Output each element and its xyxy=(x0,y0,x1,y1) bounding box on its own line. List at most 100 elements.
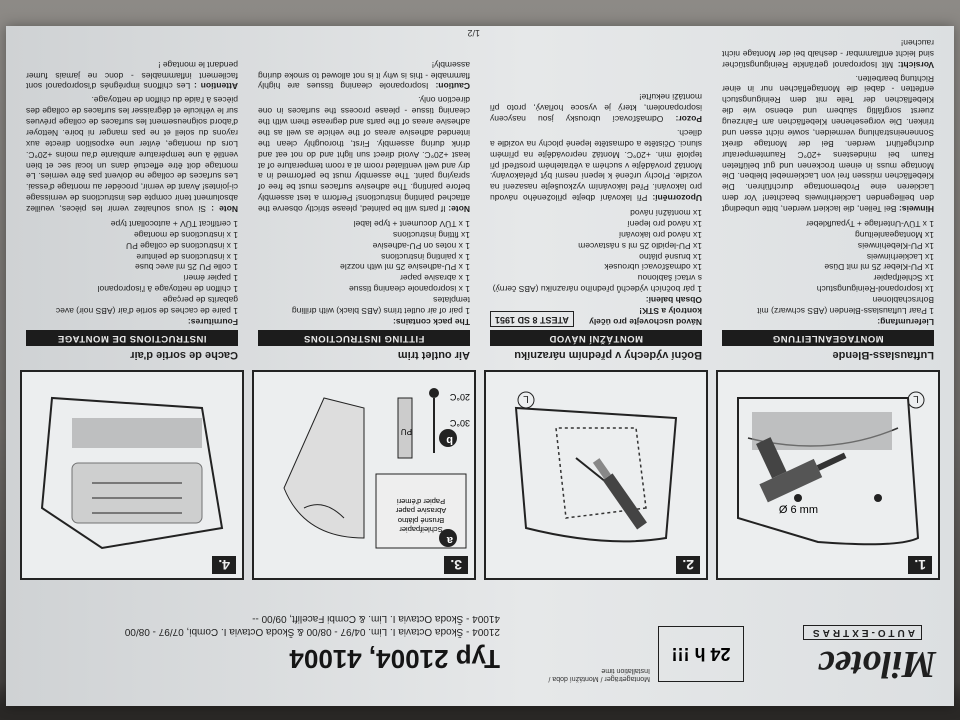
drill-illustration: L xyxy=(737,391,925,546)
type-title: Typ 21004, 41004 xyxy=(289,644,500,674)
column-heading: FITTING INSTRUCTIONS xyxy=(258,329,470,346)
step-4-fit: 4. xyxy=(20,370,244,580)
list-item: 1x fitting instructions xyxy=(392,229,470,240)
column-french: Cache de sortie d'air INSTRUCTIONS DE MO… xyxy=(20,32,244,362)
contents-heading: Lieferumfang: xyxy=(877,316,934,327)
list-item: 1 papier émeri xyxy=(183,273,238,284)
contents-heading: Fournitures: xyxy=(187,316,238,327)
installation-time-badge: 24 h !!! xyxy=(658,626,744,682)
contents-list: 1 pair of air outlet trims (ABS black) w… xyxy=(258,218,470,316)
leaflet-header: Milotec AUTO-EXTRAS 24 h !!! Montageträg… xyxy=(20,590,940,700)
list-item: 1 x isopropanole cleaning tissue xyxy=(349,284,470,295)
card-text-4: Papier d'émeri xyxy=(396,496,446,506)
warning-paragraph: Attention : Les chiffons imprégnés d'iso… xyxy=(26,59,238,92)
card-text-1: Schleifpapier xyxy=(399,525,443,534)
note-paragraph: Upozornění: Při lakování dbejte přiložen… xyxy=(490,127,702,203)
note-label: Hinweis: xyxy=(899,204,934,215)
list-item: 1x PU-lepidlo 25 ml s nástavcem xyxy=(578,240,702,251)
list-item: 1x návod pro lakování xyxy=(618,229,702,240)
column-title: Cache de sortie d'air xyxy=(130,349,238,361)
warning-paragraph: Vorsicht: Mit Isopropanol getränkte Rein… xyxy=(722,37,934,70)
list-item: 1 x painting instructions xyxy=(381,251,470,262)
step-3-prepare: 3. Schleifpapier Brusné plátno xyxy=(252,370,476,580)
pu-tube-label: PU xyxy=(400,427,412,436)
note-label: Note: xyxy=(448,204,470,215)
model-lines: 21004 - Škoda Octavia I. Lim. 04/97 - 08… xyxy=(125,612,500,638)
list-item: 1x Lackierhinweis xyxy=(866,251,934,262)
model-line-2: 41004 - Škoda Octavia I. Lim. & Combi Fa… xyxy=(252,613,500,624)
step-3a-badge: a xyxy=(446,534,453,546)
list-item: 1 colle PU 25 ml avec buse xyxy=(135,262,238,273)
note-paragraph: Hinweis: Bei Teilen, die lackiert werden… xyxy=(722,73,934,215)
warning-paragraph: Caution: Isopropanole cleaning tissues a… xyxy=(258,59,470,92)
list-item: 1x návod pro lepení xyxy=(627,218,702,229)
list-item: 1x PU-Klebehinweis xyxy=(857,240,934,251)
column-title: Luftauslass-Blende xyxy=(832,349,934,361)
temp-30-label: 30°C xyxy=(449,418,470,428)
list-item: 1x brusné plátno xyxy=(639,251,702,262)
note-paragraph: Note: If parts will be painted, please s… xyxy=(258,94,470,214)
list-item: 1x PU-Kleber 25 ml mit Düse xyxy=(824,262,934,273)
prepare-illustration xyxy=(283,388,467,549)
note-label: Note : xyxy=(211,204,238,215)
model-line-1: 21004 - Škoda Octavia I. Lim. 04/97 - 08… xyxy=(124,626,500,637)
step-illustrations: 1. L Ø xyxy=(20,370,940,580)
warning-label: Vorsicht: xyxy=(897,59,934,70)
step-2-cut: 2. L xyxy=(484,370,708,580)
list-item: 1x Montageanleitung xyxy=(855,229,934,240)
warning-label: Attention : xyxy=(194,81,238,92)
list-item: 1 x PU-adhesive 25 ml with nozzle xyxy=(340,262,470,273)
note-text: If parts will be painted, please strictl… xyxy=(258,95,470,215)
column-title: Air outlet trim xyxy=(397,349,470,361)
column-czech: Boční výdechy v předním nárazníku MONTÁŽ… xyxy=(484,32,708,362)
note-paragraph: Note : Si vous souhaitez vernir les pièc… xyxy=(26,94,238,214)
contents-heading: Obsah balení: xyxy=(645,295,702,306)
atest-label: ATEST 8 SD 1951 xyxy=(490,311,574,327)
warning-label: Caution: xyxy=(435,81,470,92)
step-3b-badge: b xyxy=(446,434,453,446)
cut-illustration: L xyxy=(514,391,678,543)
contents-list: 1 Paar Luftauslass-Blenden (ABS schwarz)… xyxy=(722,218,934,316)
note-text: Při lakování dbejte přiloženého návodu p… xyxy=(490,127,702,204)
warning-label: Pozor: xyxy=(675,114,702,125)
column-german: Luftauslass-Blende MONTAGEANLEITUNG Lief… xyxy=(716,32,940,362)
page-number: 1/2 xyxy=(467,28,480,38)
list-item: 1 x instructions de peinture xyxy=(136,251,238,262)
column-heading: INSTRUCTIONS DE MONTAGE xyxy=(26,329,238,346)
card-text-3: Abrasive paper xyxy=(395,506,447,516)
list-item: 1x Isopropanol-Reinigungstuch xyxy=(816,284,934,295)
contents-heading: The pack contains: xyxy=(393,316,470,327)
brand-subtitle: AUTO-EXTRAS xyxy=(802,625,922,640)
list-item: 1x montážní návod xyxy=(630,208,702,219)
list-item: 1 x notes on PU-adhesive xyxy=(372,240,470,251)
list-item: 1 x TÜV document + type label xyxy=(353,218,470,229)
list-item: 1 paire de caches de sortie d'air (ABS n… xyxy=(55,295,238,316)
column-english: Air outlet trim FITTING INSTRUCTIONS The… xyxy=(252,32,476,362)
note-text: Bei Teilen, die lackiert werden, bitte u… xyxy=(722,73,934,215)
brand-logo: Milotec xyxy=(817,643,936,685)
list-item: 1 pair of air outlet trims (ABS black) w… xyxy=(291,295,470,316)
svg-text:L: L xyxy=(523,393,529,404)
list-item: 1 pár bočních výdechů předního nárazníku… xyxy=(492,273,702,295)
list-item: 1 x abrasive paper xyxy=(400,273,470,284)
fit-illustration xyxy=(40,396,224,550)
list-item: 1 x instructions de montage xyxy=(134,229,238,240)
list-item: 1x odmašťovací ubrousek xyxy=(604,262,702,273)
contents-list: 1 pár bočních výdechů předního nárazníku… xyxy=(490,207,702,294)
warning-paragraph: Pozor: Odmašťovací ubrousky jsou nasycen… xyxy=(490,91,702,124)
list-item: 1 x instructions de collage PU xyxy=(126,240,238,251)
list-item: 1 x TÜV-Unterlage + Typaufkleber xyxy=(806,218,934,229)
warning-text: Odmašťovací ubrousky jsou nasyceny isopr… xyxy=(490,92,702,125)
temp-20-label: 20°C xyxy=(449,392,470,402)
card-text-2: Brusné plátno xyxy=(397,515,445,525)
drill-size-label: Ø 6 mm xyxy=(778,504,818,516)
svg-text:L: L xyxy=(913,393,919,404)
list-item: 1 chiffon de nettoyage à l'isopropanol xyxy=(97,284,238,295)
list-item: 1 Paar Luftauslass-Blenden (ABS schwarz)… xyxy=(757,295,934,316)
paper-sheet: Milotec AUTO-EXTRAS 24 h !!! Montageträg… xyxy=(6,26,954,706)
list-item: 1 certificat TÜV + autocollant type xyxy=(110,218,238,229)
list-item: 1x Schleifpapier xyxy=(873,273,934,284)
instruction-columns: Luftauslass-Blende MONTAGEANLEITUNG Lief… xyxy=(20,32,940,362)
